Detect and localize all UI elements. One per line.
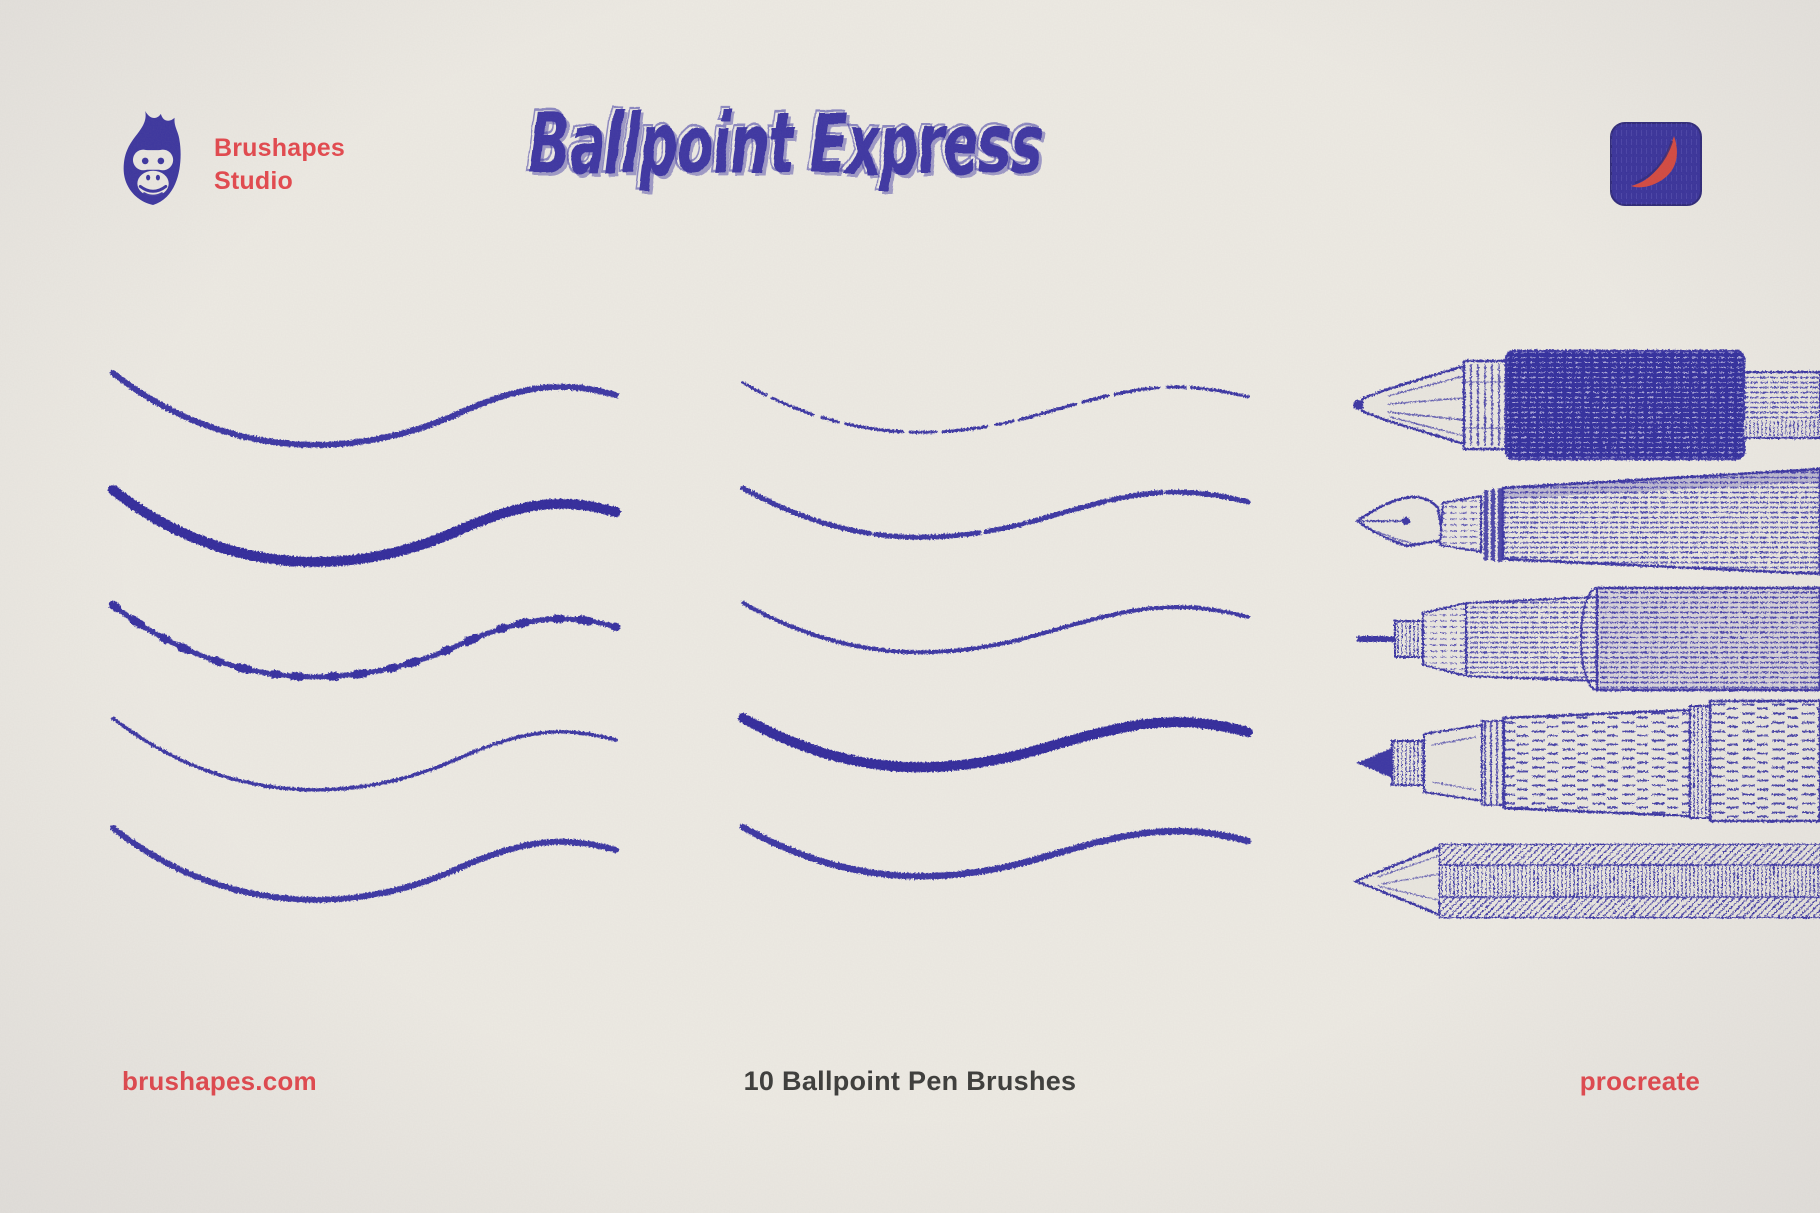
brush-stroke-mid-5 [739,823,1252,880]
brush-stroke-mid-3 [741,601,1250,655]
brush-stroke-mid-1 [741,381,1250,434]
gorilla-flame-logo-icon [123,110,181,206]
pen-illustrations [1352,349,1820,919]
pen-illustration-stick-ballpoint [1352,843,1820,919]
brush-stroke-mid-2 [740,485,1251,540]
procreate-app-icon [1610,122,1702,206]
brush-stroke-mid-4 [738,713,1253,773]
pen-illustration-felt-tip [1357,699,1820,823]
page-title: Ballpoint Express Ballpoint Express Ball… [525,92,1046,196]
brush-stroke-samples [108,370,1253,903]
brush-stroke-left-3-base [110,602,619,680]
brand-name-line2: Studio [214,167,293,195]
brand-lockup: Brushapes Studio [116,108,345,206]
pen-illustration-fountain [1354,467,1820,576]
footer-platform: procreate [1579,1066,1700,1096]
pen-illustration-technical [1357,586,1820,692]
page-title-text: Ballpoint Express [529,95,1041,193]
brush-stroke-left-3-beads [108,600,621,682]
brush-stroke-left-4 [111,716,618,792]
brand-name: Brushapes Studio [214,132,345,198]
footer-product-label: 10 Ballpoint Pen Brushes [743,1066,1077,1096]
brush-stroke-left-2 [108,485,621,567]
brush-stroke-left-1 [110,370,619,448]
pen-illustration-ballpoint [1353,349,1820,461]
brand-name-line1: Brushapes [214,134,346,162]
brush-stroke-left-5 [110,825,619,903]
